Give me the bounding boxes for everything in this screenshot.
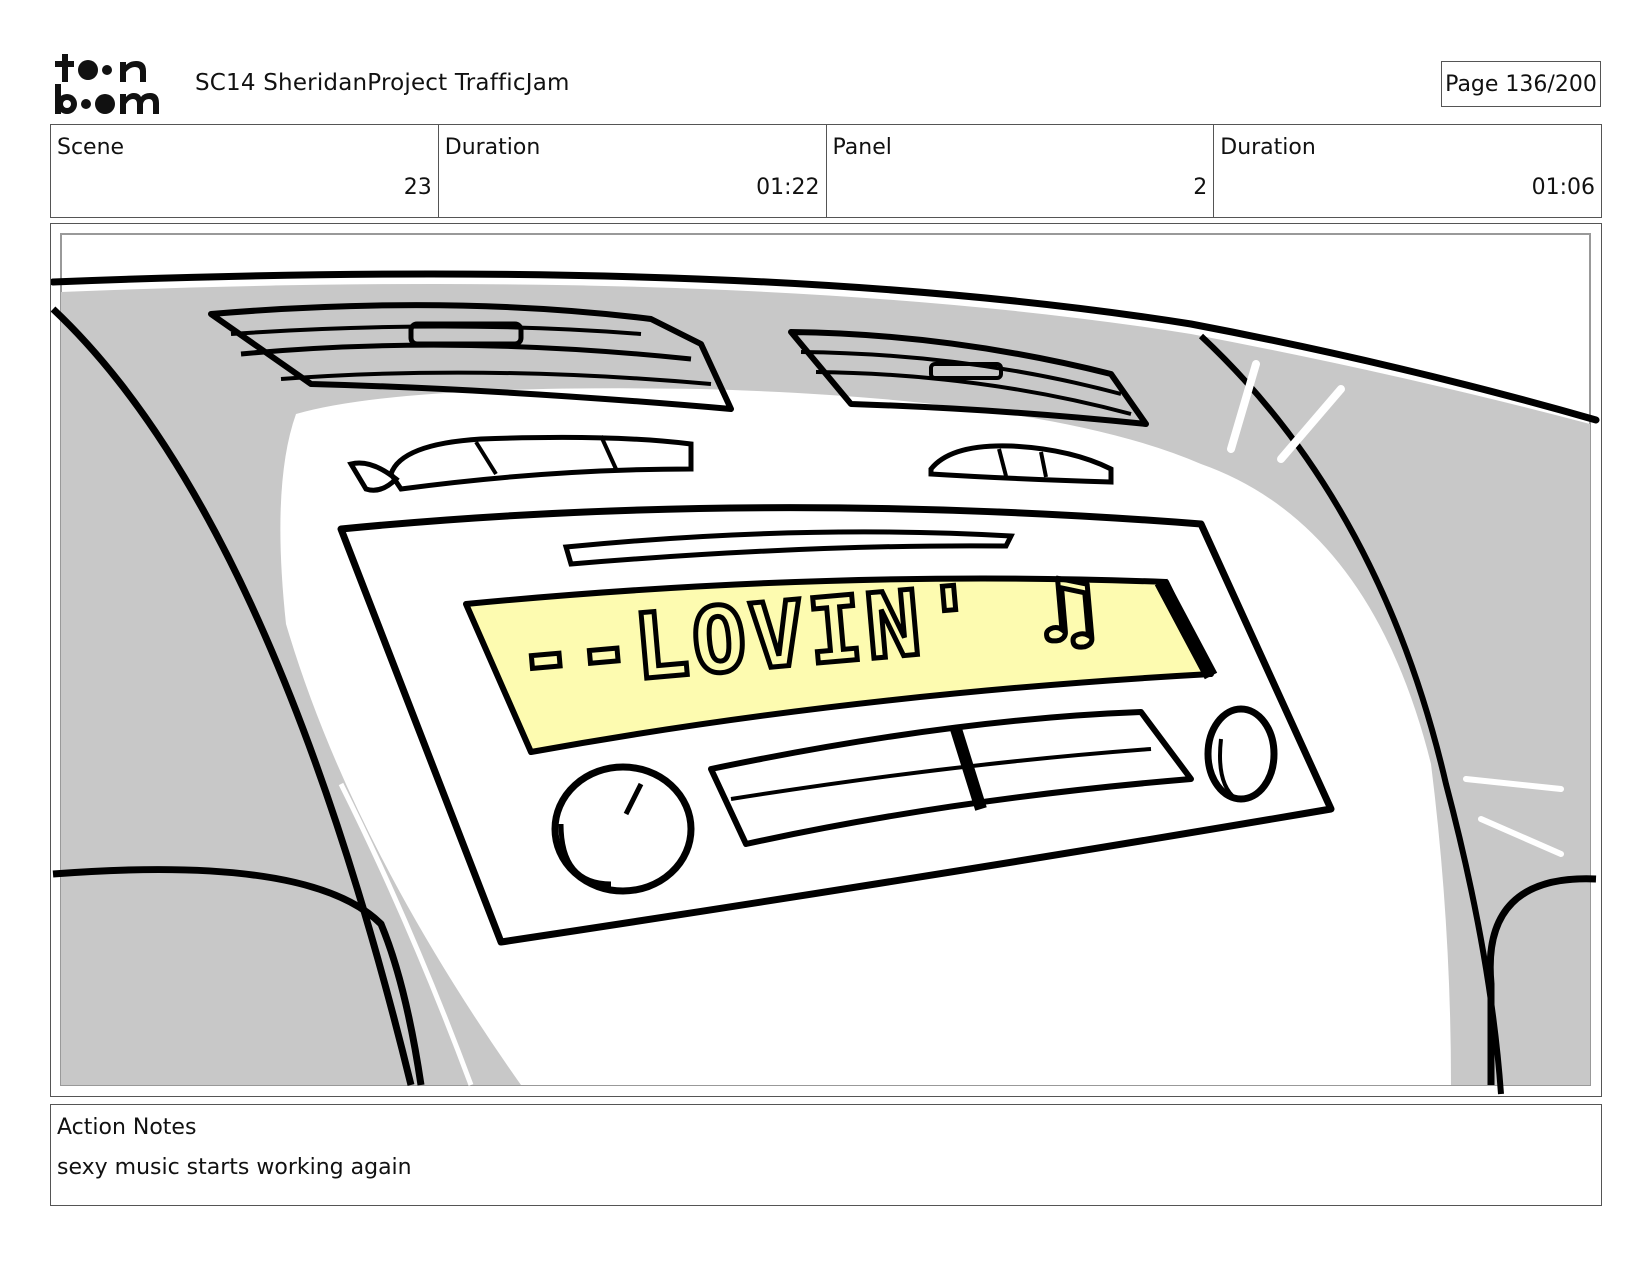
storyboard-panel: --LOVIN' ♫ [50,223,1602,1097]
panel-value: 2 [1193,175,1208,200]
page-indicator: Page 136/200 [1441,61,1601,107]
right-tuning-knob [1204,705,1278,803]
scene-info-table: Scene 23 Duration 01:22 Panel 2 Duration… [50,124,1602,218]
scene-value: 23 [403,175,432,200]
panel-duration-value: 01:06 [1531,175,1595,200]
left-volume-knob [551,763,695,895]
scene-duration-cell: Duration 01:22 [439,125,827,217]
right-small-control [928,443,1114,485]
scene-duration-value: 01:22 [756,175,820,200]
action-notes-text: sexy music starts working again [57,1155,412,1180]
left-small-control [388,434,694,492]
action-notes-box: Action Notes sexy music starts working a… [50,1104,1602,1206]
panel-duration-cell: Duration 01:06 [1214,125,1601,217]
toon-boom-logo [50,50,170,120]
scene-cell: Scene 23 [51,125,439,217]
scene-label: Scene [57,135,125,160]
project-title: SC14 SheridanProject TrafficJam [195,70,570,96]
left-air-vent [208,302,734,412]
action-notes-label: Action Notes [57,1115,197,1140]
right-air-vent [788,329,1149,427]
car-radio-sketch: --LOVIN' ♫ [51,233,1600,1095]
preset-buttons [708,709,1194,847]
panel-duration-label: Duration [1220,135,1316,160]
panel-label: Panel [832,135,892,160]
cd-slot [562,529,1015,567]
panel-cell: Panel 2 [827,125,1215,217]
scene-duration-label: Duration [444,135,541,160]
